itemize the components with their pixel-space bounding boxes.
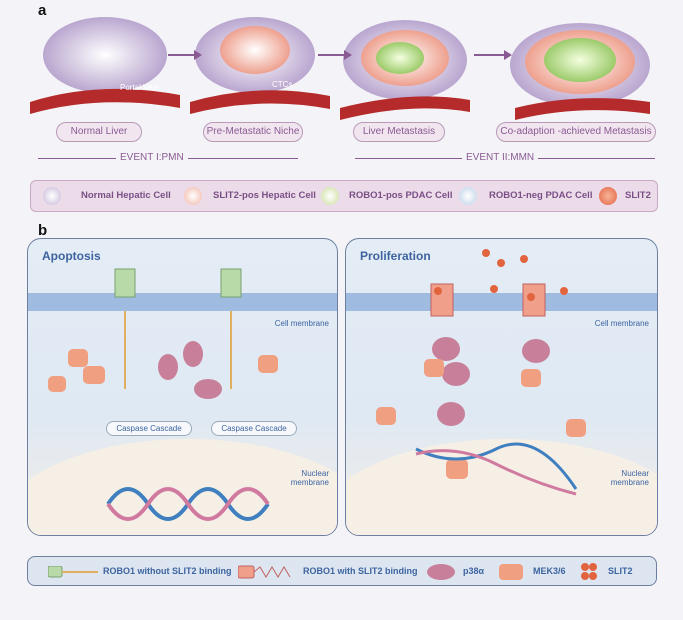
cell-membrane [28, 293, 337, 311]
panel-a-label: a [38, 2, 47, 19]
p38a-icon [427, 564, 455, 580]
stage-label-pre-metastatic-niche: Pre-Metastatic Niche [203, 122, 303, 142]
robo1-unbound-icon [48, 566, 98, 578]
metastasis-stages-illustration [30, 17, 650, 120]
nuclear-membrane-label: Nuclear membrane [290, 469, 329, 487]
legend-slit2: SLIT2 [625, 190, 651, 201]
proliferation-panel: Proliferation Cell membrane Nuclear memb… [345, 238, 658, 536]
legend-robo1-pos-pdac-cell: ROBO1-pos PDAC Cell [349, 190, 453, 201]
legend-slit2-pos-hepatic-cell: SLIT2-pos Hepatic Cell [213, 190, 316, 201]
legend-robo1-neg-pdac-cell: ROBO1-neg PDAC Cell [489, 190, 593, 201]
legend-slit2: SLIT2 [608, 566, 633, 576]
ctcs-label: CTCs [272, 80, 293, 89]
portal-vein [30, 88, 180, 114]
stage-pre-metastatic-niche [190, 17, 330, 114]
legend-mek36: MEK3/6 [533, 566, 566, 576]
stage-co-adaption-metastasis [510, 23, 650, 120]
apoptosis-illustration [28, 268, 337, 535]
legend-robo1-without-slit2: ROBO1 without SLIT2 binding [103, 566, 232, 576]
slit2-molecules [434, 249, 568, 301]
portal-vein-label: Portal Vein [120, 83, 159, 92]
caspase-cascade-1: Caspase Cascade [106, 421, 192, 436]
cell-membrane-label: Cell membrane [594, 319, 649, 328]
stage-label-co-adaption-metastasis: Co-adaption -achieved Metastasis [496, 122, 656, 142]
apoptosis-title: Apoptosis [42, 249, 101, 263]
stage-label-normal-liver: Normal Liver [56, 122, 142, 142]
event-2-label: EVENT II:MMN [462, 152, 539, 163]
proliferation-illustration [346, 249, 657, 535]
robo1-bound-icon [238, 565, 291, 579]
legend-normal-hepatic-cell: Normal Hepatic Cell [81, 190, 171, 201]
robo1-neg-pdac-cell-icon [459, 187, 477, 205]
panel-b-label: b [38, 222, 48, 239]
stage-liver-metastasis [340, 20, 470, 120]
caspase-cascade-2: Caspase Cascade [211, 421, 297, 436]
slit2-icon [599, 187, 617, 205]
proliferation-title: Proliferation [360, 249, 431, 263]
event-1-label: EVENT I:PMN [116, 152, 188, 163]
legend-p38a: p38α [463, 566, 485, 576]
panel-b-legend: ROBO1 without SLIT2 binding ROBO1 with S… [27, 556, 657, 586]
slit2-pos-hepatic-cell-icon [184, 187, 202, 205]
apoptosis-panel: Apoptosis Cell membrane Nuclear membrane… [27, 238, 338, 536]
legend-robo1-with-slit2: ROBO1 with SLIT2 binding [303, 566, 418, 576]
nucleus [28, 439, 337, 535]
stage-label-liver-metastasis: Liver Metastasis [353, 122, 445, 142]
slit2-cluster-icon [581, 563, 597, 580]
panel-a-legend: Normal Hepatic Cell SLIT2-pos Hepatic Ce… [30, 180, 658, 212]
cell-membrane-label: Cell membrane [274, 319, 329, 328]
robo1-pos-pdac-cell-icon [321, 187, 339, 205]
nuclear-membrane-label: Nuclear membrane [610, 469, 649, 487]
stage-arrows [168, 50, 512, 60]
stage-normal-liver [30, 17, 180, 114]
normal-hepatic-cell-icon [43, 187, 61, 205]
mek36-icon [499, 564, 523, 580]
